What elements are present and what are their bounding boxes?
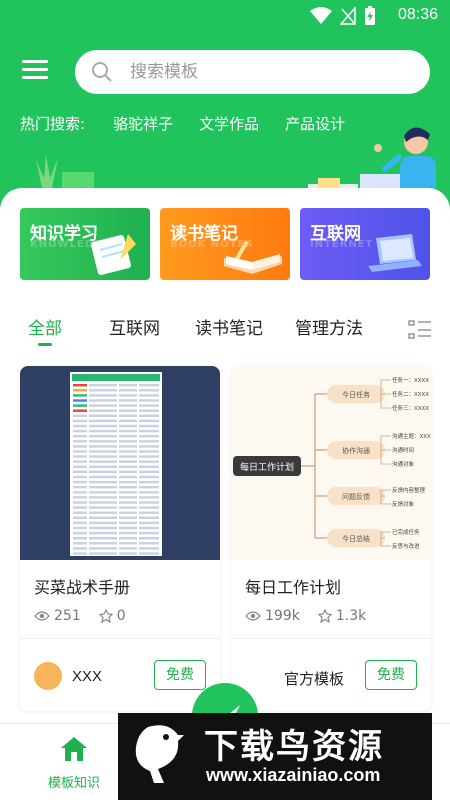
notebook-icon	[91, 234, 136, 275]
mindmap-branch: 问题反馈	[342, 492, 370, 501]
star-icon	[317, 609, 332, 623]
hot-search-keyword[interactable]: 文学作品	[199, 115, 260, 133]
eye-icon	[245, 611, 261, 621]
watermark-url: www.xiazainiao.com	[206, 765, 381, 785]
card-title: 每日工作计划	[245, 578, 342, 597]
category-subtitle: BOOK NOTES	[170, 239, 254, 250]
author-name: XXX	[72, 668, 103, 685]
mindmap-leaf: 反思与改进	[392, 542, 420, 550]
signal-off-icon	[340, 7, 356, 25]
mindmap-root: 每日工作计划	[240, 461, 294, 473]
divider	[231, 638, 431, 639]
category-knowledge[interactable]: 知识学习 KNOWLEDGE	[20, 208, 150, 280]
mindmap-leaf: 任务二：XXXX	[392, 390, 429, 398]
search-icon	[92, 62, 112, 82]
free-badge-button[interactable]: 免费	[365, 660, 417, 690]
mindmap-leaf: 任务一：XXXX	[392, 376, 429, 384]
mindmap-leaf: 任务三：XXXX	[392, 404, 429, 412]
battery-charging-icon	[365, 6, 375, 25]
tab-all[interactable]: 全部	[28, 319, 62, 339]
stars-value: 1.3k	[335, 608, 367, 624]
category-title: 互联网	[310, 224, 361, 244]
mindmap-leaf: 沟通主题：XXX	[392, 432, 431, 440]
hot-search-keyword[interactable]: 产品设计	[285, 115, 346, 133]
nav-home-label: 模板知识	[47, 776, 100, 791]
free-badge-button[interactable]: 免费	[154, 660, 206, 690]
category-title: 知识学习	[30, 224, 98, 244]
plant-illustration	[36, 154, 94, 188]
menu-icon[interactable]	[22, 60, 48, 82]
tab-book-notes[interactable]: 读书笔记	[195, 319, 263, 339]
avatar	[34, 662, 62, 690]
nav-home[interactable]: 模板知识	[44, 736, 104, 791]
tab-internet[interactable]: 互联网	[109, 319, 160, 339]
views-value: 199k	[265, 608, 300, 624]
eye-icon	[34, 611, 50, 621]
list-view-icon[interactable]	[408, 320, 432, 340]
home-icon	[61, 737, 87, 761]
clock: 08:36	[397, 6, 438, 23]
stars-value: 0	[116, 608, 126, 624]
category-internet[interactable]: 互联网 INTERNET	[300, 208, 430, 280]
author-name: 官方模板	[284, 670, 345, 688]
search-bar[interactable]	[75, 50, 430, 94]
card-title: 买菜战术手册	[34, 578, 131, 597]
tab-management[interactable]: 管理方法	[295, 319, 363, 339]
watermark-name: 下载鸟资源	[204, 727, 384, 767]
mindmap-branch: 协作沟通	[342, 446, 370, 455]
mindmap-leaf: 反馈对象	[392, 500, 415, 508]
hot-search-label: 热门搜索:	[20, 115, 86, 133]
card-thumbnail	[20, 366, 220, 560]
bird-logo-icon	[135, 725, 184, 783]
search-input[interactable]	[130, 58, 410, 86]
category-subtitle: KNOWLEDGE	[30, 239, 112, 250]
hot-search: 热门搜索: 骆驼祥子 文学作品 产品设计	[20, 113, 371, 134]
tab-bar: 全部 互联网 读书笔记 管理方法	[0, 312, 450, 352]
status-bar: 08:36	[0, 0, 450, 32]
wifi-icon	[310, 7, 332, 24]
category-book-notes[interactable]: 读书笔记 BOOK NOTES	[160, 208, 290, 280]
mindmap-leaf: 沟通时间	[392, 446, 414, 454]
mindmap-branch: 今日总结	[342, 534, 370, 543]
active-tab-indicator	[38, 343, 52, 346]
mindmap-leaf: 沟通对象	[392, 460, 415, 468]
laptop-icon	[368, 234, 422, 272]
views-count: 251	[34, 608, 81, 624]
views-count: 199k	[245, 608, 300, 624]
category-title: 读书笔记	[170, 224, 238, 244]
mindmap-leaf: 已完成任务	[392, 528, 420, 536]
book-icon	[224, 240, 282, 274]
hot-search-keyword[interactable]: 骆驼祥子	[113, 115, 174, 133]
views-value: 251	[54, 608, 81, 624]
stars-count: 0	[98, 608, 126, 624]
template-card[interactable]: 每日工作计划 今日任务 协作沟通 问题反馈 今日总结 任务一：XXXX 任务二：…	[231, 366, 431, 711]
mindmap-thumbnail: 每日工作计划 今日任务 协作沟通 问题反馈 今日总结 任务一：XXXX 任务二：…	[231, 366, 431, 560]
category-subtitle: INTERNET	[310, 239, 374, 250]
divider	[20, 638, 220, 639]
watermark-overlay: 下载鸟资源 www.xiazainiao.com	[118, 713, 432, 800]
mindmap-leaf: 反馈内容整理	[392, 486, 426, 494]
mindmap-branch: 今日任务	[342, 390, 370, 399]
template-card[interactable]: 买菜战术手册 251 0 XXX 免费	[20, 366, 220, 711]
stars-count: 1.3k	[317, 608, 367, 624]
star-icon	[98, 609, 113, 623]
